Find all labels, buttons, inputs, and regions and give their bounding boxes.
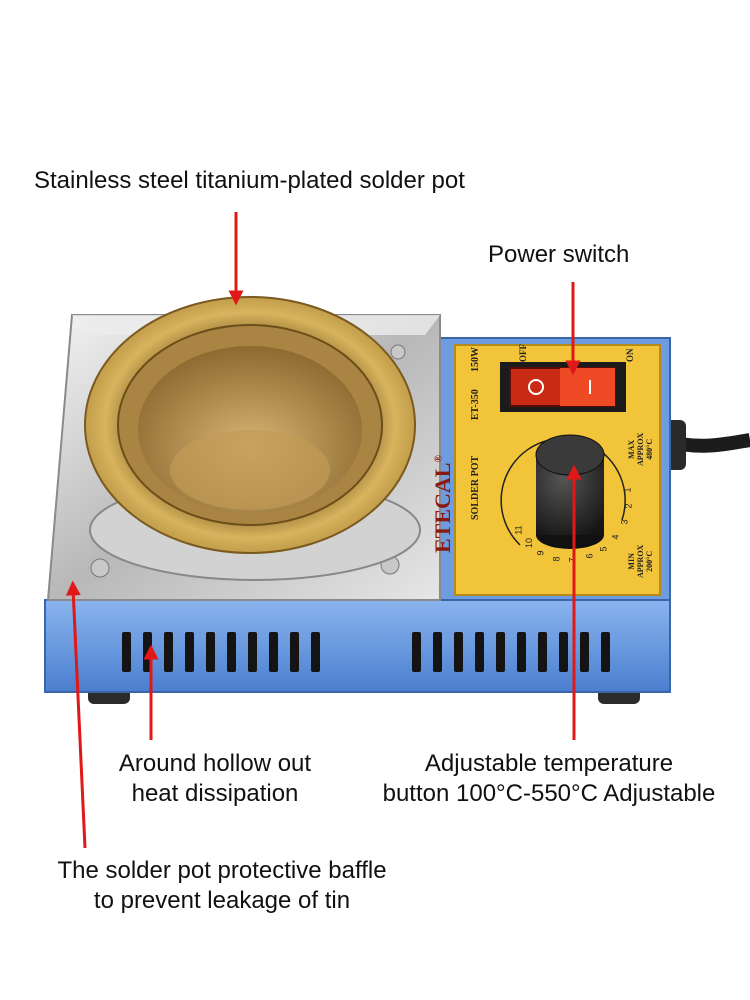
switch-off-label: OFF <box>518 344 528 362</box>
callout-vents: Around hollow out heat dissipation <box>100 749 330 809</box>
callout-baffle: The solder pot protective baffle to prev… <box>26 856 418 916</box>
registered-mark: ® <box>433 455 445 463</box>
dial-number: 5 <box>598 546 609 552</box>
dial-number: 9 <box>535 550 546 556</box>
panel-power: 150W <box>470 347 481 372</box>
dial-number: 4 <box>610 534 621 540</box>
panel-product: SOLDER POT <box>470 455 481 520</box>
dial-number: 7 <box>567 557 578 563</box>
vents-left <box>122 632 320 672</box>
dial-number: 11 <box>513 525 524 535</box>
dial-number: 6 <box>584 553 595 559</box>
callout-knob: Adjustable temperature button 100°C-550°… <box>356 749 742 809</box>
power-switch[interactable] <box>509 367 616 407</box>
callout-baffle-line2: to prevent leakage of tin <box>93 887 351 914</box>
dial-number: 8 <box>551 556 562 562</box>
dial-number: 1 <box>622 487 633 493</box>
dial-number: 3 <box>619 519 630 525</box>
temperature-knob[interactable] <box>535 434 605 549</box>
dial-number: 10 <box>524 538 535 549</box>
panel-brand: ETECAL® <box>430 455 456 553</box>
callout-knob-line1: Adjustable temperature <box>424 750 674 777</box>
solder-pot <box>84 296 421 581</box>
callout-vents-line1: Around hollow out <box>118 750 312 777</box>
callout-vents-line2: heat dissipation <box>131 780 299 807</box>
dial-number: 2 <box>623 503 634 509</box>
callout-knob-line2: button 100°C-550°C Adjustable <box>382 780 716 807</box>
vents-right <box>412 632 610 672</box>
callout-baffle-line1: The solder pot protective baffle <box>57 857 387 884</box>
panel-model: ET-350 <box>470 389 481 420</box>
brand-name: ETECAL <box>430 462 455 553</box>
callout-switch: Power switch <box>488 241 630 268</box>
switch-on-label: ON <box>625 348 635 363</box>
callout-pot: Stainless steel titanium-plated solder p… <box>34 167 465 194</box>
